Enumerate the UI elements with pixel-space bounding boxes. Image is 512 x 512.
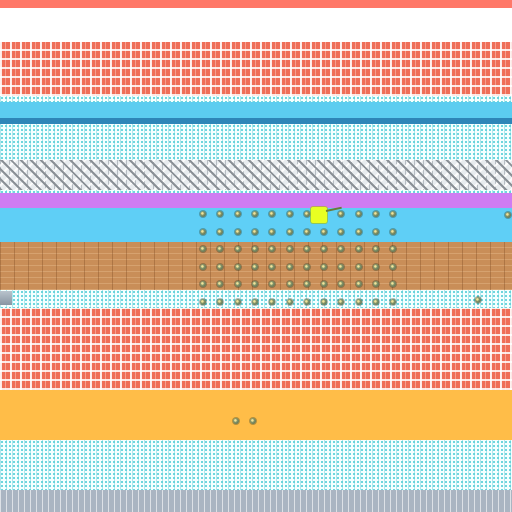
coin-icon xyxy=(200,298,206,305)
dots-band-2 xyxy=(0,124,512,160)
coin-icon xyxy=(338,263,345,270)
coin-icon xyxy=(217,298,224,305)
coin-icon xyxy=(321,228,328,235)
coin-icon xyxy=(200,228,206,235)
coin-icon xyxy=(269,228,276,235)
coin-icon xyxy=(251,246,258,252)
coin-icon xyxy=(251,228,258,235)
coin-icon xyxy=(269,281,276,287)
coin-icon xyxy=(373,228,379,235)
coin-icon xyxy=(251,298,258,305)
coin-icon xyxy=(390,211,397,217)
coin-icon xyxy=(321,281,328,287)
coin-icon xyxy=(355,298,362,305)
coin-icon xyxy=(251,211,258,217)
coin-icon xyxy=(338,246,345,252)
coin-icon xyxy=(338,228,345,235)
coin-icon xyxy=(250,418,256,424)
coin-icon xyxy=(303,263,310,270)
coin-icon xyxy=(234,263,241,270)
coin-icon xyxy=(303,246,310,252)
coin-icon xyxy=(286,298,293,305)
coin-icon xyxy=(217,281,224,287)
coin-icon xyxy=(234,211,241,217)
coin-icon xyxy=(355,211,362,217)
coin-icon xyxy=(269,298,276,305)
player-block-icon[interactable] xyxy=(311,207,327,223)
coin-icon xyxy=(373,281,379,287)
coin-icon xyxy=(390,228,397,235)
coin-icon xyxy=(234,298,241,305)
coin-icon xyxy=(269,211,276,217)
dots-band-5 xyxy=(0,440,512,490)
bottom-grey-strip xyxy=(0,490,512,512)
coin-icon xyxy=(200,246,206,252)
dots-band-1 xyxy=(0,96,512,102)
coin-icon xyxy=(475,297,481,303)
coin-icon xyxy=(321,263,328,270)
coin-icon xyxy=(373,211,379,217)
coin-icon xyxy=(338,211,345,217)
coin-icon xyxy=(286,211,293,217)
coin-icon xyxy=(286,281,293,287)
coin-icon xyxy=(251,263,258,270)
coin-icon xyxy=(390,263,397,270)
coin-icon xyxy=(286,246,293,252)
coin-icon xyxy=(234,228,241,235)
coin-icon xyxy=(217,228,224,235)
coin-icon xyxy=(234,281,241,287)
coin-icon xyxy=(303,211,310,217)
coin-icon xyxy=(286,228,293,235)
coin-icon xyxy=(390,298,397,305)
top-white-bar xyxy=(0,8,512,42)
coin-icon xyxy=(303,281,310,287)
coin-icon xyxy=(373,246,379,252)
coin-icon xyxy=(355,228,362,235)
coin-icon xyxy=(338,298,345,305)
coin-icon xyxy=(234,246,241,252)
coin-icon xyxy=(355,246,362,252)
top-red-bar xyxy=(0,0,512,8)
coin-icon xyxy=(321,298,328,305)
coin-icon xyxy=(373,298,379,305)
water-dark-band xyxy=(0,118,512,124)
coin-icon xyxy=(269,263,276,270)
purple-band xyxy=(0,193,512,208)
coin-icon xyxy=(217,246,224,252)
brick-band-top xyxy=(0,42,512,96)
coin-icon xyxy=(251,281,258,287)
coin-icon xyxy=(355,281,362,287)
coin-icon xyxy=(390,281,397,287)
coin-icon xyxy=(200,281,206,287)
coin-icon xyxy=(217,263,224,270)
orange-band xyxy=(0,390,512,440)
dots-band-3 xyxy=(0,190,512,193)
coin-icon xyxy=(269,246,276,252)
coin-icon xyxy=(217,211,224,217)
brick-band-bottom xyxy=(0,308,512,390)
edge-tile xyxy=(0,291,12,305)
coin-icon xyxy=(321,246,328,252)
coin-icon xyxy=(233,418,239,424)
coin-icon xyxy=(355,263,362,270)
coin-icon xyxy=(338,281,345,287)
coin-icon xyxy=(505,212,511,218)
grey-pattern-band xyxy=(0,160,512,190)
coin-icon xyxy=(303,228,310,235)
coin-icon xyxy=(286,263,293,270)
coin-icon xyxy=(200,211,206,217)
coin-icon xyxy=(390,246,397,252)
coin-icon xyxy=(373,263,379,270)
coin-icon xyxy=(303,298,310,305)
water-band xyxy=(0,102,512,118)
coin-icon xyxy=(200,263,206,270)
